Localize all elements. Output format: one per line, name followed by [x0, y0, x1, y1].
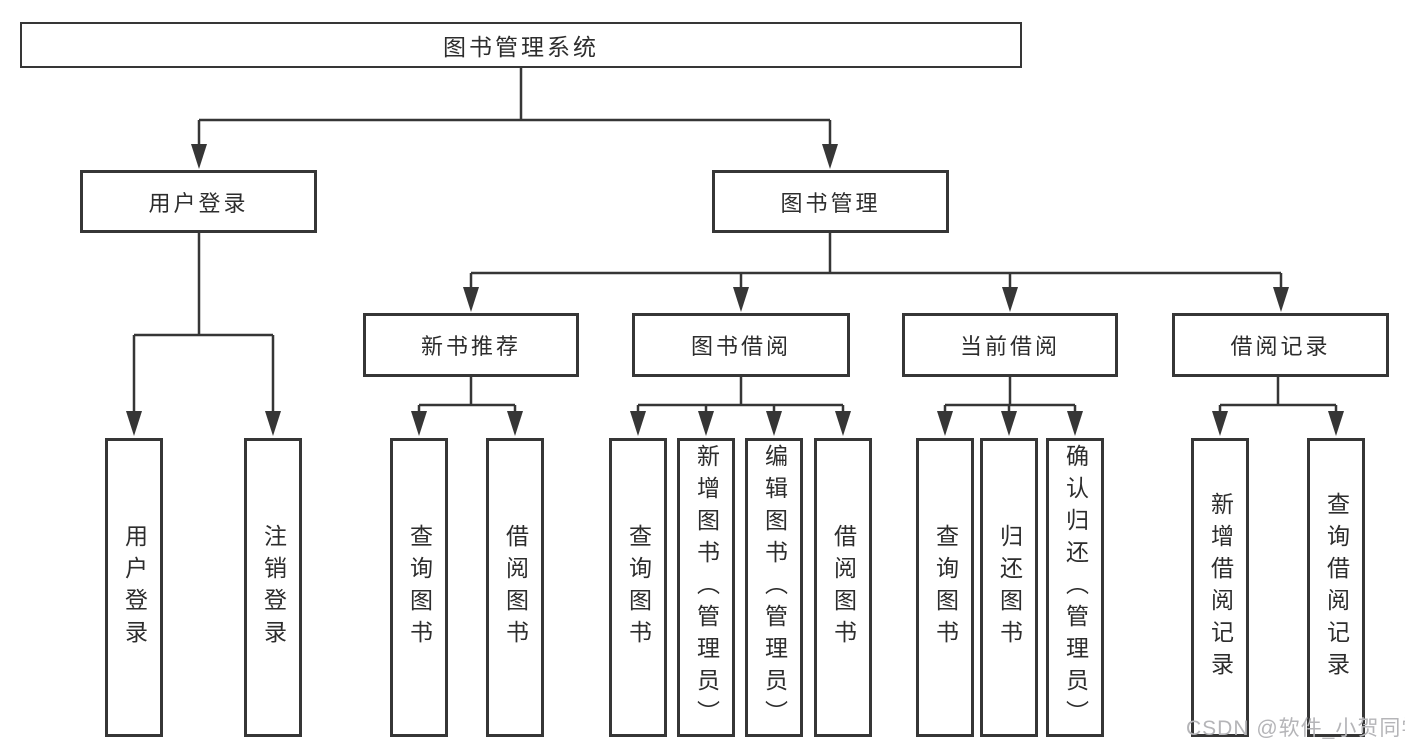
- arrow-icon: [1212, 411, 1228, 436]
- csdn-watermark: CSDN @软件_小贺同学: [1186, 717, 1405, 740]
- arrow-icon: [1001, 411, 1017, 436]
- arrow-icon: [766, 411, 782, 436]
- arrow-icon: [698, 411, 714, 436]
- arrow-icon: [733, 287, 749, 312]
- connector-userlogin-to-leaves: [132, 233, 275, 412]
- leaf-label: 编辑图书（管理员）: [761, 443, 788, 732]
- arrow-icon: [822, 144, 838, 169]
- arrow-icon: [1067, 411, 1083, 436]
- connector-borrowrecords-to-leaves: [1218, 377, 1338, 414]
- leaf-newbooks-query-books: 查询图书: [390, 438, 448, 737]
- leaf-label: 归还图书: [996, 523, 1023, 652]
- arrow-icon: [507, 411, 523, 436]
- leaf-label: 查询图书: [932, 523, 959, 652]
- arrow-icon: [1002, 287, 1018, 312]
- leaf-user-login: 用户登录: [105, 438, 163, 737]
- node-new-book-recommend: 新书推荐: [363, 313, 579, 377]
- leaf-label: 借阅图书: [502, 523, 529, 652]
- leaf-label: 查询借阅记录: [1323, 491, 1350, 684]
- leaf-bookborrow-add-books-admin: 新增图书（管理员）: [677, 438, 735, 737]
- connector-newbooks-to-leaves: [417, 377, 517, 414]
- leaf-label: 查询图书: [625, 523, 652, 652]
- node-borrow-records: 借阅记录: [1172, 313, 1389, 377]
- leaf-currentborrow-confirm-return-admin: 确认归还（管理员）: [1046, 438, 1104, 737]
- leaf-currentborrow-query-books: 查询图书: [916, 438, 974, 737]
- arrow-icon: [1328, 411, 1344, 436]
- arrow-icon: [835, 411, 851, 436]
- arrow-icon: [463, 287, 479, 312]
- leaf-logout: 注销登录: [244, 438, 302, 737]
- node-book-management: 图书管理: [712, 170, 949, 233]
- leaf-label: 确认归还（管理员）: [1062, 443, 1089, 732]
- leaf-label: 新增图书（管理员）: [693, 443, 720, 732]
- node-current-borrow: 当前借阅: [902, 313, 1118, 377]
- arrow-icon: [937, 411, 953, 436]
- arrow-icon: [126, 411, 142, 436]
- leaf-label: 注销登录: [260, 523, 287, 652]
- leaf-bookborrow-query-books: 查询图书: [609, 438, 667, 737]
- leaf-records-add-borrow-record: 新增借阅记录: [1191, 438, 1249, 737]
- leaf-currentborrow-return-books: 归还图书: [980, 438, 1038, 737]
- leaf-label: 新增借阅记录: [1207, 491, 1234, 684]
- leaf-label: 借阅图书: [830, 523, 857, 652]
- arrow-icon: [1273, 287, 1289, 312]
- leaf-bookborrow-borrow-books: 借阅图书: [814, 438, 872, 737]
- arrow-icon: [265, 411, 281, 436]
- node-book-borrow: 图书借阅: [632, 313, 850, 377]
- leaf-records-query-borrow-record: 查询借阅记录: [1307, 438, 1365, 737]
- arrowheads: [126, 144, 1344, 436]
- leaf-label: 用户登录: [121, 523, 148, 652]
- connector-root-to-level2: [197, 68, 832, 146]
- leaf-newbooks-borrow-books: 借阅图书: [486, 438, 544, 737]
- arrow-icon: [411, 411, 427, 436]
- node-root-library-system: 图书管理系统: [20, 22, 1022, 68]
- arrow-icon: [191, 144, 207, 169]
- leaf-bookborrow-edit-books-admin: 编辑图书（管理员）: [745, 438, 803, 737]
- arrow-icon: [630, 411, 646, 436]
- node-user-login: 用户登录: [80, 170, 317, 233]
- connector-bookmgmt-to-level3: [469, 233, 1283, 290]
- connector-currentborrow-to-leaves: [943, 377, 1077, 414]
- leaf-label: 查询图书: [406, 523, 433, 652]
- connector-bookborrow-to-leaves: [636, 377, 845, 414]
